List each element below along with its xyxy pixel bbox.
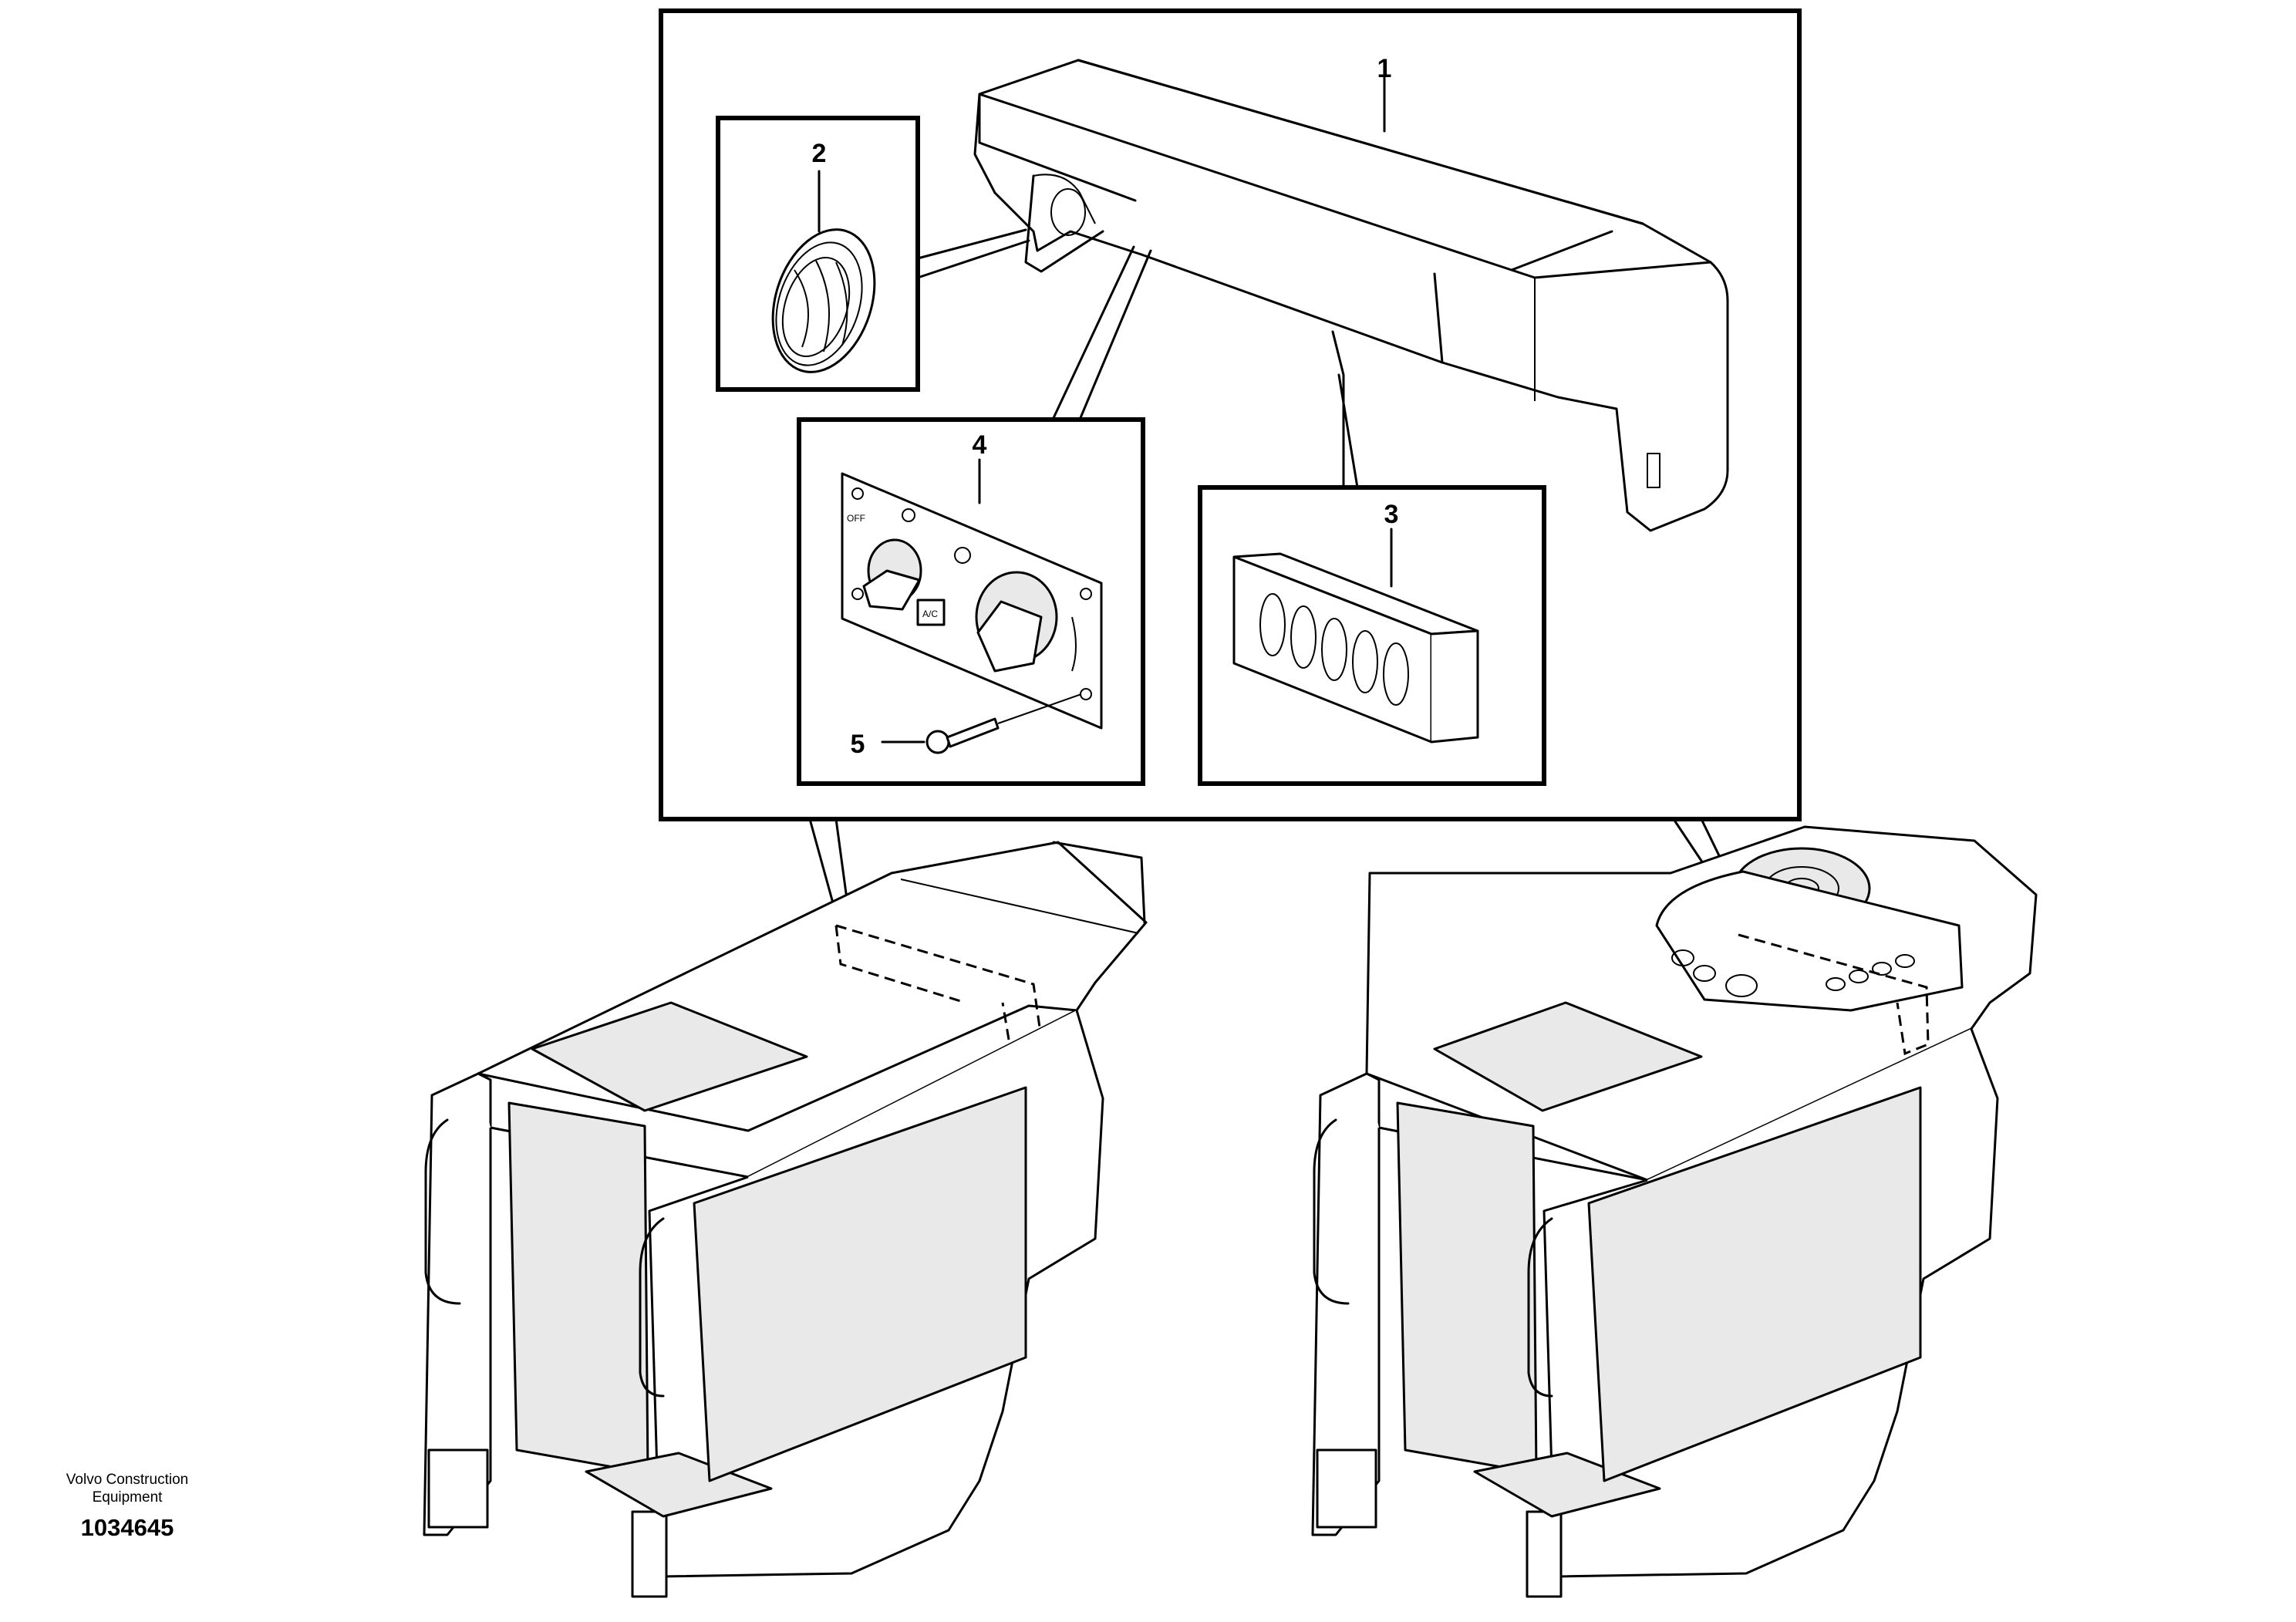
subframe-rect-vent [1198,485,1546,786]
ac-button-label: A/C [922,609,938,619]
subframe-vent [716,116,920,392]
company-caption: Volvo Construction Equipment [31,1471,224,1506]
callout-2: 2 [812,139,827,168]
callout-4: 4 [973,430,987,460]
air-duct-drawing [973,59,1729,532]
round-vent-drawing [771,228,876,373]
snowflake-icon [954,547,971,564]
cab-right-drawing [1311,825,2038,1598]
callout-1: 1 [1377,54,1392,83]
drawing-number: 1034645 [80,1514,174,1541]
leader-rect-vent-a [1331,330,1345,489]
callout-3: 3 [1384,500,1399,529]
leader-rect-vent-b [1337,373,1359,489]
ac-button [916,599,946,626]
screw-drawing [925,693,1082,754]
panel-off-label: OFF [847,513,865,524]
rect-vent-drawing [1232,552,1479,744]
callout-5: 5 [851,730,865,759]
leader-vent-a [916,228,1027,260]
detail-frame [659,8,1802,821]
subframe-control-panel [797,417,1145,786]
company-line-1: Volvo Construction [66,1472,189,1488]
fan-icon [902,508,915,522]
leader-panel-a [1051,245,1135,421]
control-panel-drawing: OFF A/C [841,472,1103,730]
cab-left-drawing [423,841,1148,1598]
company-line-2: Equipment [92,1489,163,1506]
leader-panel-b [1078,249,1152,421]
leader-vent-b [916,239,1030,279]
